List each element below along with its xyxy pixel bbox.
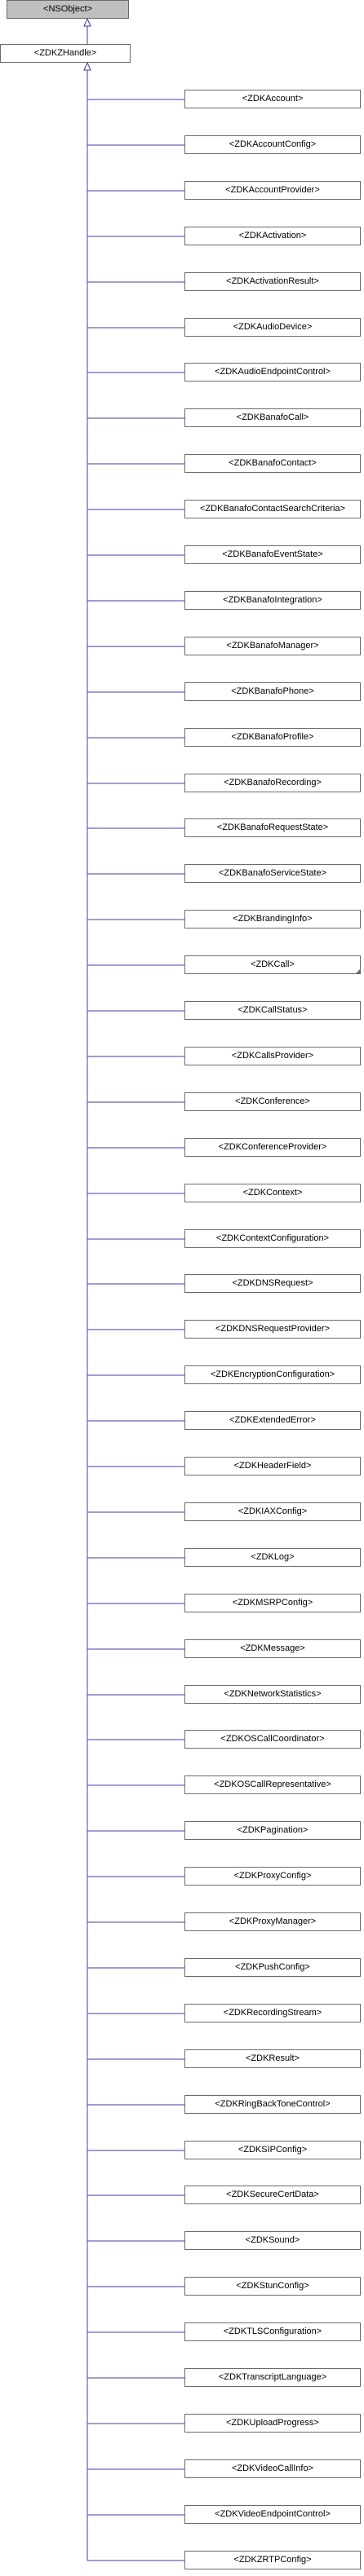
- class-node-zdkbranding-info[interactable]: <ZDKBrandingInfo>: [184, 910, 361, 929]
- class-node-zdkresult[interactable]: <ZDKResult>: [184, 2049, 361, 2068]
- class-node-zdkaudio-endpoint-control[interactable]: <ZDKAudioEndpointControl>: [184, 363, 361, 382]
- class-node-zdksound[interactable]: <ZDKSound>: [184, 2231, 361, 2250]
- arrowhead-parent: [83, 61, 91, 71]
- class-node-zdkcall-status[interactable]: <ZDKCallStatus>: [184, 1001, 361, 1020]
- expand-corner-icon: [356, 969, 360, 973]
- class-node-zdkcontext[interactable]: <ZDKContext>: [184, 1184, 361, 1202]
- class-node-zdkaudio-device[interactable]: <ZDKAudioDevice>: [184, 318, 361, 337]
- class-node-zdkproxy-manager[interactable]: <ZDKProxyManager>: [184, 1912, 361, 1931]
- class-node-zdkiaxconfig[interactable]: <ZDKIAXConfig>: [184, 1502, 361, 1521]
- class-node-zdkbanafo-integration[interactable]: <ZDKBanafoIntegration>: [184, 591, 361, 610]
- class-node-zdkbanafo-recording[interactable]: <ZDKBanafoRecording>: [184, 774, 361, 792]
- class-node-zdkproxy-config[interactable]: <ZDKProxyConfig>: [184, 1867, 361, 1886]
- class-node-zdkzrtpconfig[interactable]: <ZDKZRTPConfig>: [184, 2551, 361, 2569]
- class-node-zdknetwork-statistics[interactable]: <ZDKNetworkStatistics>: [184, 1685, 361, 1704]
- class-node-zdkbanafo-call[interactable]: <ZDKBanafoCall>: [184, 408, 361, 427]
- parent-class-node[interactable]: <ZDKZHandle>: [0, 44, 131, 63]
- class-node-zdkbanafo-contact-search-criteria[interactable]: <ZDKBanafoContactSearchCriteria>: [184, 500, 361, 518]
- class-node-zdkbanafo-manager[interactable]: <ZDKBanafoManager>: [184, 637, 361, 655]
- class-node-zdkupload-progress[interactable]: <ZDKUploadProgress>: [184, 2414, 361, 2433]
- class-node-zdkaccount-config[interactable]: <ZDKAccountConfig>: [184, 135, 361, 154]
- root-class-node: <NSObject>: [7, 0, 129, 19]
- class-node-zdkaccount-provider[interactable]: <ZDKAccountProvider>: [184, 181, 361, 200]
- class-node-zdkbanafo-event-state[interactable]: <ZDKBanafoEventState>: [184, 545, 361, 564]
- class-node-zdkoscall-coordinator[interactable]: <ZDKOSCallCoordinator>: [184, 1730, 361, 1749]
- class-node-zdkstun-config[interactable]: <ZDKStunConfig>: [184, 2277, 361, 2296]
- class-node-zdkheader-field[interactable]: <ZDKHeaderField>: [184, 1457, 361, 1475]
- class-node-zdkrecording-stream[interactable]: <ZDKRecordingStream>: [184, 2004, 361, 2022]
- class-node-zdkcall[interactable]: <ZDKCall>: [184, 955, 361, 974]
- class-node-zdkmessage[interactable]: <ZDKMessage>: [184, 1639, 361, 1658]
- class-node-zdkdnsrequest[interactable]: <ZDKDNSRequest>: [184, 1274, 361, 1293]
- class-node-zdkvideo-endpoint-control[interactable]: <ZDKVideoEndpointControl>: [184, 2505, 361, 2524]
- class-node-zdkencryption-configuration[interactable]: <ZDKEncryptionConfiguration>: [184, 1365, 361, 1384]
- class-node-zdkaccount[interactable]: <ZDKAccount>: [184, 90, 361, 108]
- arrowhead-root: [83, 17, 91, 27]
- class-node-zdkactivation-result[interactable]: <ZDKActivationResult>: [184, 272, 361, 291]
- class-node-zdkvideo-call-info[interactable]: <ZDKVideoCallInfo>: [184, 2459, 361, 2478]
- class-node-zdkmsrpconfig[interactable]: <ZDKMSRPConfig>: [184, 1594, 361, 1612]
- class-node-zdkcontext-configuration[interactable]: <ZDKContextConfiguration>: [184, 1229, 361, 1248]
- class-node-zdkextended-error[interactable]: <ZDKExtendedError>: [184, 1411, 361, 1430]
- class-node-zdkbanafo-contact[interactable]: <ZDKBanafoContact>: [184, 454, 361, 473]
- class-node-zdkpush-config[interactable]: <ZDKPushConfig>: [184, 1958, 361, 1977]
- class-node-zdksecure-cert-data[interactable]: <ZDKSecureCertData>: [184, 2186, 361, 2204]
- class-node-zdkpagination[interactable]: <ZDKPagination>: [184, 1821, 361, 1840]
- class-node-zdksipconfig[interactable]: <ZDKSIPConfig>: [184, 2141, 361, 2159]
- class-node-zdkdnsrequest-provider[interactable]: <ZDKDNSRequestProvider>: [184, 1320, 361, 1339]
- class-node-zdkring-back-tone-control[interactable]: <ZDKRingBackToneControl>: [184, 2095, 361, 2114]
- class-node-zdkbanafo-phone[interactable]: <ZDKBanafoPhone>: [184, 682, 361, 701]
- class-node-zdkbanafo-request-state[interactable]: <ZDKBanafoRequestState>: [184, 818, 361, 837]
- class-node-zdkactivation[interactable]: <ZDKActivation>: [184, 227, 361, 245]
- class-node-zdkbanafo-profile[interactable]: <ZDKBanafoProfile>: [184, 728, 361, 747]
- class-node-zdkbanafo-service-state[interactable]: <ZDKBanafoServiceState>: [184, 864, 361, 883]
- class-node-zdklog[interactable]: <ZDKLog>: [184, 1548, 361, 1567]
- class-node-zdkconference[interactable]: <ZDKConference>: [184, 1092, 361, 1111]
- class-node-zdkconference-provider[interactable]: <ZDKConferenceProvider>: [184, 1138, 361, 1157]
- class-node-zdkoscall-representative[interactable]: <ZDKOSCallRepresentative>: [184, 1775, 361, 1794]
- class-node-zdkcalls-provider[interactable]: <ZDKCallsProvider>: [184, 1047, 361, 1065]
- class-node-zdktlsconfiguration[interactable]: <ZDKTLSConfiguration>: [184, 2322, 361, 2341]
- class-node-zdktranscript-language[interactable]: <ZDKTranscriptLanguage>: [184, 2368, 361, 2387]
